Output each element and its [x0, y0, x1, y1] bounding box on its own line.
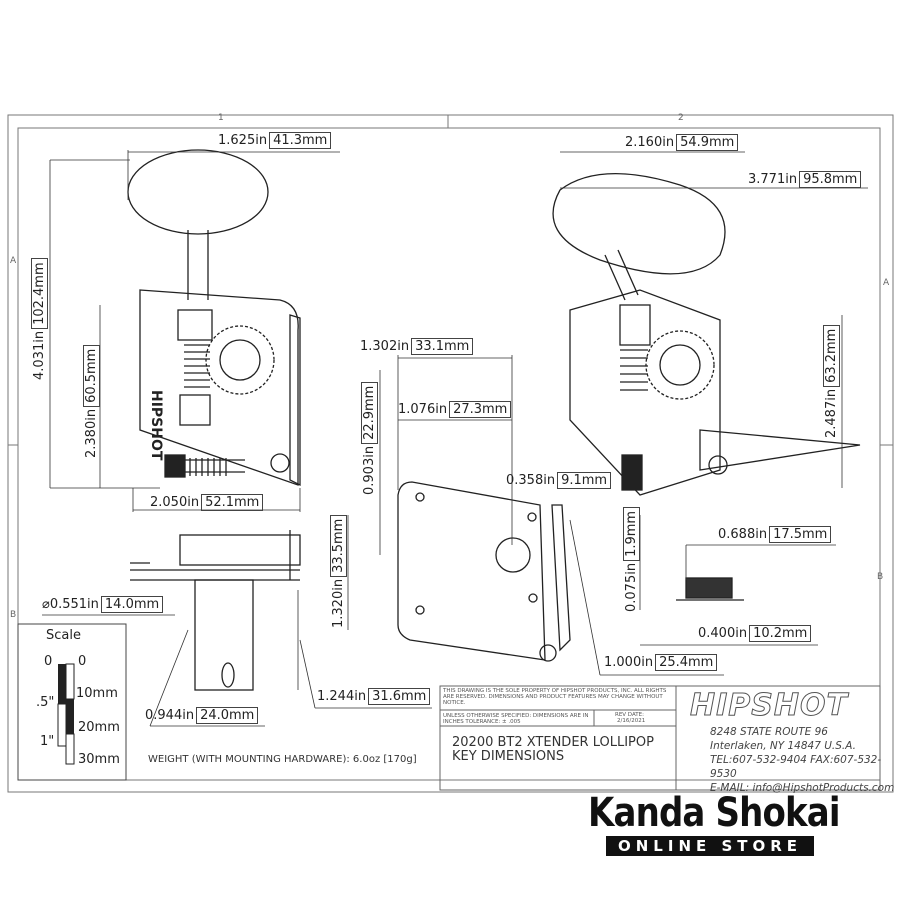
scale-box	[17, 623, 127, 781]
mounting-plate	[397, 481, 571, 662]
weight-note: WEIGHT (WITH MOUNTING HARDWARE): 6.0oz […	[148, 754, 417, 765]
dim-1320: 1.320in33.5mm	[330, 514, 347, 628]
address-line-1: 8248 STATE ROUTE 96	[710, 726, 828, 738]
scale-mm-20: 20mm	[78, 720, 120, 735]
zone-label-b-left: B	[10, 610, 17, 620]
dimension-lines	[42, 150, 868, 727]
scale-mm-0: 0	[78, 654, 87, 669]
tolerance-note: UNLESS OTHERWISE SPECIFIED: DIMENSIONS A…	[443, 713, 589, 725]
kanda-shokai-logo: Kanda Shokai	[588, 790, 841, 836]
bushing	[676, 577, 744, 601]
title-line-1: 20200 BT2 XTENDER LOLLIPOP	[452, 735, 654, 750]
property-notice: THIS DRAWING IS THE SOLE PROPERTY OF HIP…	[443, 688, 667, 706]
inner-frame	[17, 127, 881, 781]
zone-label-b-right: B	[877, 572, 884, 582]
scale-inch-0: 0	[44, 654, 53, 669]
scale-mm-10: 10mm	[76, 686, 118, 701]
address-line-2: Interlaken, NY 14847 U.S.A.	[710, 740, 856, 752]
title-block-lines	[439, 685, 881, 791]
email: E-MAIL: info@HipshotProducts.com	[710, 782, 895, 794]
scale-mm-30: 30mm	[78, 752, 120, 767]
scale-inch-1: 1"	[40, 734, 55, 749]
company-address: 8248 STATE ROUTE 96 Interlaken, NY 14847…	[710, 725, 900, 795]
part-logo-left: HIPSHOT	[148, 390, 164, 461]
dim-0075: 0.075in1.9mm	[623, 506, 640, 612]
rev-date: 2/16/2021	[617, 718, 646, 724]
outer-frame	[7, 114, 894, 793]
zone-label-a-left: A	[10, 256, 17, 266]
dim-2487: 2.487in63.2mm	[823, 324, 840, 438]
online-store-label: ONLINE STORE	[606, 836, 815, 856]
tuner-front-view	[127, 149, 301, 487]
dim-0903: 0.903in22.9mm	[361, 381, 378, 495]
phone-fax: TEL:607-532-9404 FAX:607-532-9530	[710, 754, 882, 780]
rev-label: REV DATE:	[615, 712, 644, 718]
dim-4031: 4.031in102.4mm	[31, 258, 48, 380]
dim-2380: 2.380in60.5mm	[83, 344, 100, 458]
tuner-side-view	[130, 530, 301, 691]
tuner-angled-view	[552, 173, 861, 496]
title-line-2: KEY DIMENSIONS	[452, 749, 565, 764]
zone-label-2: 2	[678, 113, 684, 123]
zone-label-a-right: A	[883, 278, 890, 288]
hipshot-logo: HIPSHOT	[690, 688, 848, 724]
scale-inch-half: .5"	[36, 695, 55, 710]
zone-label-1: 1	[218, 113, 224, 123]
scale-title: Scale	[46, 628, 81, 643]
